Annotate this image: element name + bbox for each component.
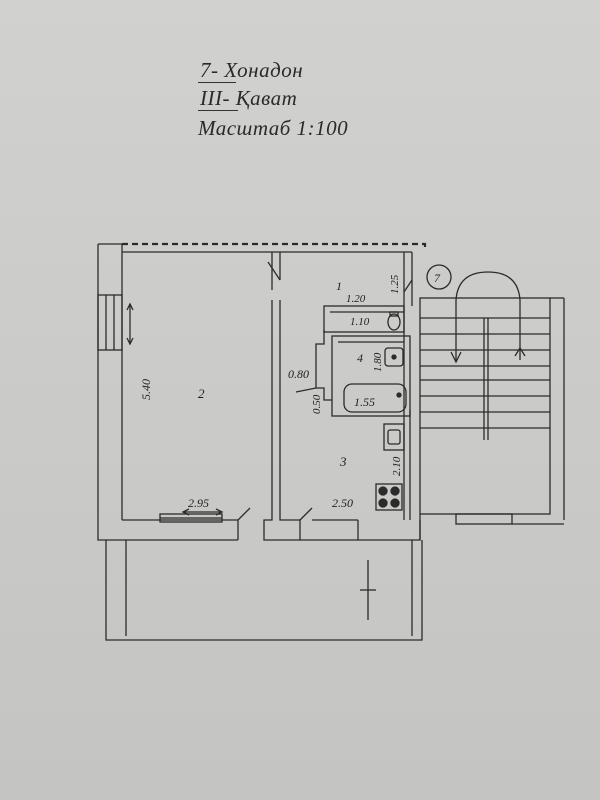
kitchen-sink-icon — [383, 423, 405, 451]
stair-arrow — [455, 271, 521, 362]
scale-title: Масштаб 1:100 — [198, 116, 349, 140]
outer-wall-left — [98, 243, 123, 520]
entry-door — [403, 279, 413, 293]
bathroom — [331, 335, 411, 417]
stair-number: 7 — [434, 271, 441, 285]
partition-wall — [263, 300, 301, 541]
dim-2-10: 2.10 — [391, 456, 403, 476]
dim-1-20: 1.20 — [346, 293, 366, 305]
stair-number-badge — [426, 264, 452, 290]
top-dashed-wall — [122, 242, 427, 250]
dim-2-95: 2.95 — [188, 496, 209, 510]
dim-1-55: 1.55 — [354, 395, 375, 409]
outer-wall — [97, 244, 423, 641]
door-room2 — [237, 507, 251, 540]
bathtub-icon — [343, 383, 407, 413]
floor-title: III- Қават — [200, 86, 298, 110]
dim-5-40: 5.40 — [139, 379, 153, 400]
title-underline — [198, 82, 236, 83]
stair-well — [419, 297, 551, 515]
dim-1-80: 1.80 — [372, 352, 384, 372]
stair-window — [455, 513, 513, 525]
room-2-label: 2 — [198, 386, 205, 401]
sink-icon — [384, 347, 404, 367]
toilet-icon — [387, 313, 401, 331]
room-3-label: 3 — [339, 454, 347, 469]
door-room3 — [299, 507, 313, 521]
stove-icon — [375, 483, 403, 511]
dim-1-25: 1.25 — [389, 274, 401, 294]
apartment-title: 7- Хонадон — [200, 58, 304, 82]
dim-0-80: 0.80 — [288, 367, 309, 381]
room-1-label: 1 — [336, 279, 342, 293]
room-4-label: 4 — [357, 351, 363, 365]
dim-1-10: 1.10 — [350, 316, 370, 328]
left-window — [97, 294, 123, 351]
door-top — [267, 261, 281, 281]
dim-2-50: 2.50 — [332, 496, 353, 510]
dim-0-50: 0.50 — [311, 394, 323, 414]
hall-door — [295, 330, 325, 393]
title-underline — [198, 110, 238, 111]
